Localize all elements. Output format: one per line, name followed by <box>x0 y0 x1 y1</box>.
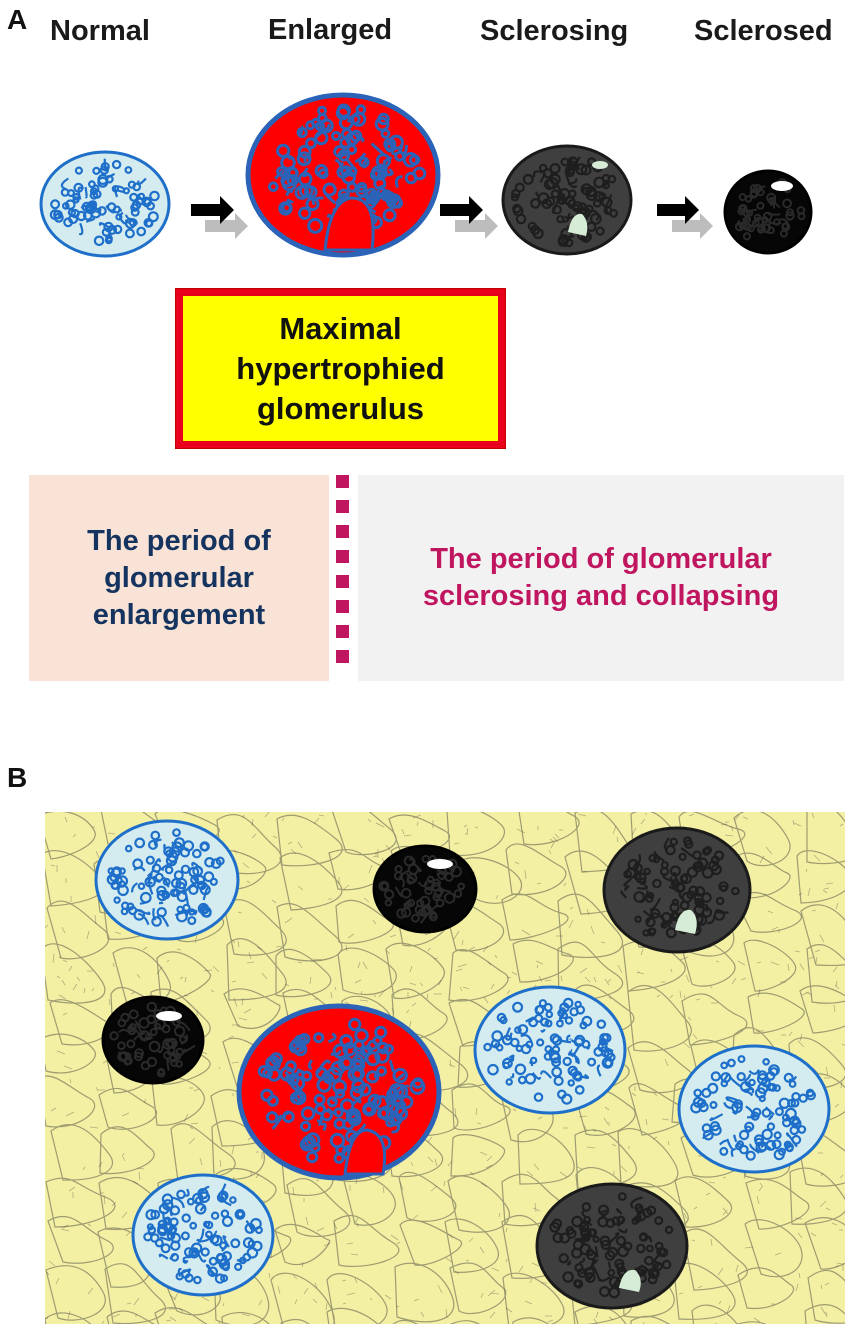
maximal-hypertrophied-box: Maximal hypertrophied glomerulus <box>176 289 505 448</box>
stage-label-normal: Normal <box>50 15 150 47</box>
maximal-line-2: hypertrophied <box>236 350 445 386</box>
scene-glomerulus-sclerosing-1 <box>602 826 752 954</box>
kidney-tissue-scene <box>45 812 845 1324</box>
panel-a-letter: A <box>7 4 28 35</box>
scene-glomerulus-normal-4 <box>131 1173 275 1297</box>
scene-glomerulus-normal-3 <box>677 1044 831 1174</box>
period-enlargement-box: The period of glomerular enlargement <box>29 475 329 681</box>
period-enlargement-line-3: enlargement <box>92 598 266 631</box>
scene-glomerulus-sclerosed-1 <box>372 844 478 934</box>
period-enlargement-line-1: The period of <box>87 524 271 557</box>
arrow-1-icon <box>191 196 248 239</box>
stage-label-enlarged: Enlarged <box>268 14 393 46</box>
glomerulus-enlarged <box>245 92 441 258</box>
glomerulus-normal <box>39 150 171 258</box>
scene-glomerulus-enlarged <box>236 1003 442 1181</box>
scene-glomerulus-sclerosed-2 <box>101 995 205 1085</box>
period-sclerosing-box: The period of glomerular sclerosing and … <box>358 475 844 681</box>
scene-glomerulus-normal-1 <box>94 819 240 941</box>
maximal-line-3: glomerulus <box>256 390 425 426</box>
period-enlargement-line-2: glomerular <box>104 561 254 594</box>
period-sclerosing-line-2: sclerosing and collapsing <box>422 580 780 612</box>
panel-b-letter: B <box>7 762 28 793</box>
glomerulus-sclerosing <box>501 144 633 256</box>
stage-label-sclerosing: Sclerosing <box>480 15 629 47</box>
glomerulus-sclerosed <box>723 169 813 255</box>
maximal-line-1: Maximal <box>279 310 402 346</box>
period-divider <box>336 475 349 681</box>
arrow-2-icon <box>440 196 498 239</box>
scene-glomerulus-sclerosing-2 <box>535 1182 689 1310</box>
scene-glomerulus-normal-2 <box>473 985 627 1115</box>
arrow-3-icon <box>657 196 713 239</box>
glomerulus-progression <box>39 92 813 258</box>
stage-label-sclerosed: Sclerosed <box>694 15 833 47</box>
period-sclerosing-line-1: The period of glomerular <box>430 543 772 575</box>
